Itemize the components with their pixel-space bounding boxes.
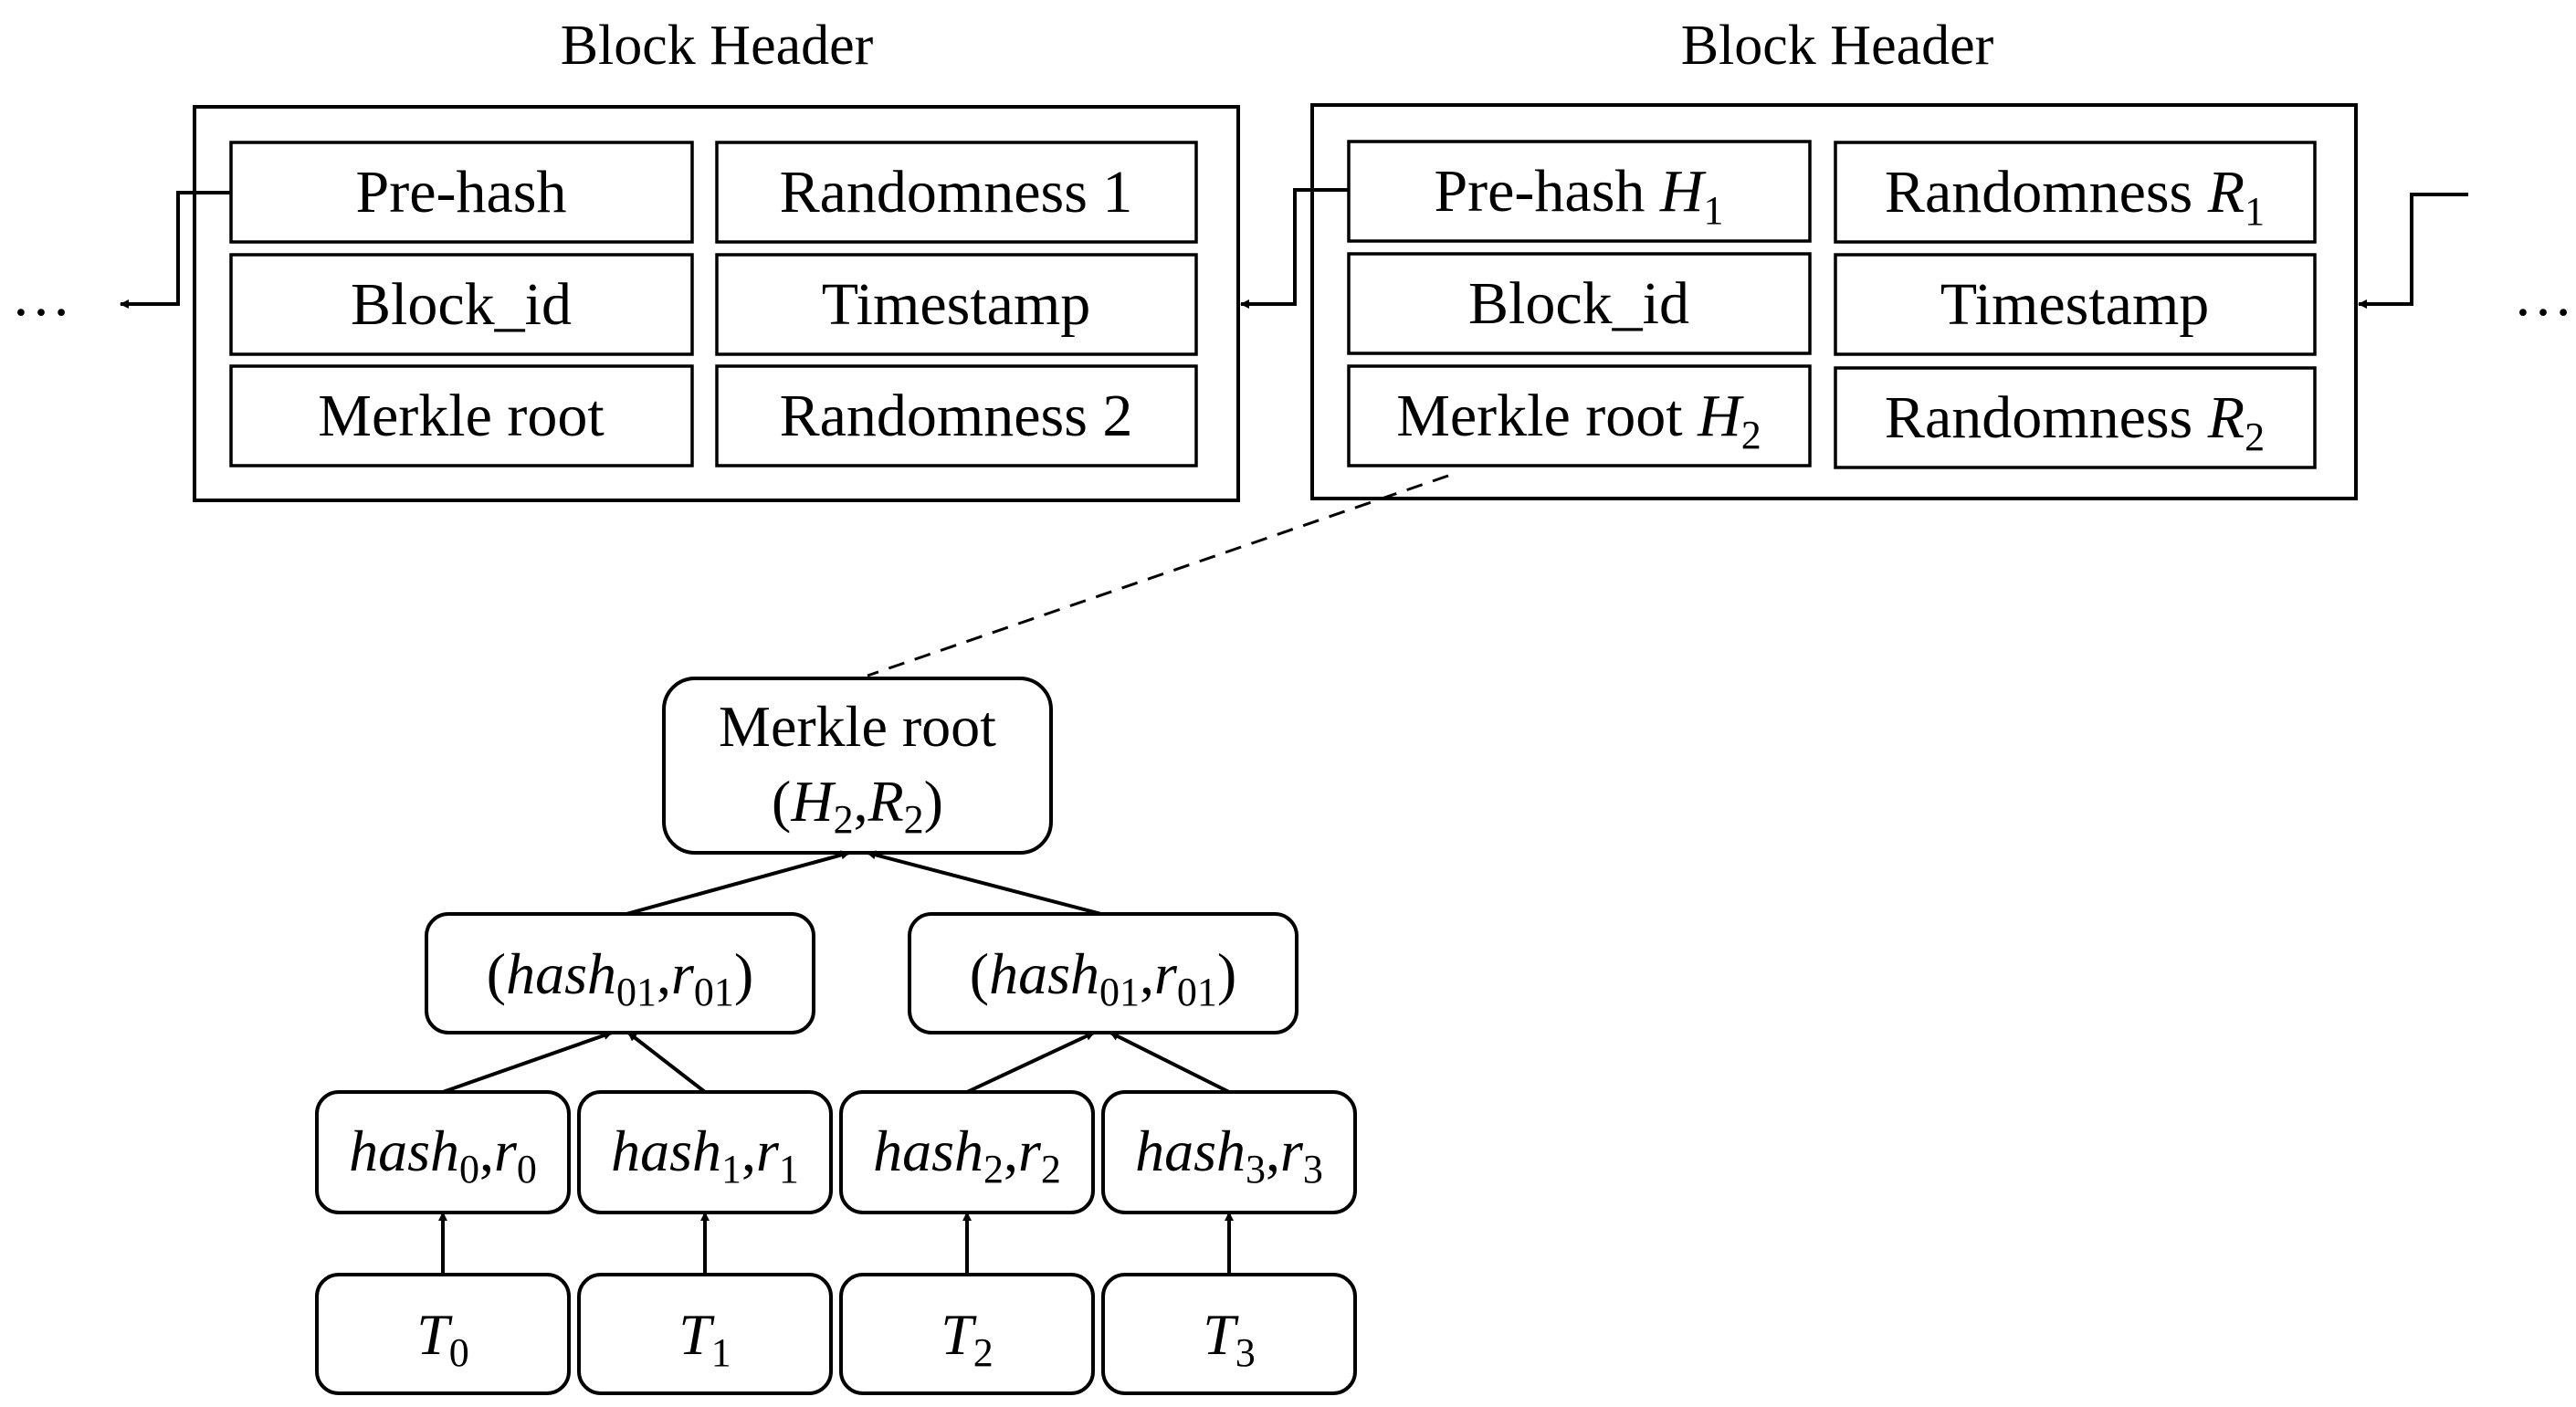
left-randomness2-cell: [715, 364, 1198, 467]
transaction-node-1-label: T1: [678, 1302, 731, 1375]
left-blockid-label: Block_id: [351, 271, 572, 338]
right-randomness2-label: Randomness R2: [1885, 384, 2265, 459]
right-ellipsis: …: [2513, 262, 2573, 329]
left-blockid-cell: [229, 253, 694, 356]
left-randomness1-cell: [715, 141, 1198, 244]
merkle-root-link: [867, 474, 1449, 677]
left-block-header: Block Header Pre-hash Randomness 1 Block…: [193, 15, 1240, 502]
leaf-node-3-label: hash3,r3: [1135, 1118, 1323, 1192]
transaction-node-3-label: T3: [1203, 1302, 1256, 1375]
merkle-root-node: [662, 677, 1053, 855]
left-prehash-label: Pre-hash: [356, 159, 567, 226]
right-randomness2-cell: [1834, 366, 2317, 469]
intermediate-node-right: [908, 912, 1299, 1034]
left-ellipsis: …: [11, 262, 71, 329]
right-blockid-label: Block_id: [1468, 270, 1689, 337]
left-randomness2-label: Randomness 2: [780, 383, 1133, 449]
right-merkle-cell: [1347, 364, 1812, 467]
leaf-node-2-label: hash2,r2: [873, 1118, 1061, 1192]
left-block-title: Block Header: [561, 15, 874, 77]
leaf-node-0-label: hash0,r0: [349, 1118, 537, 1192]
edge-mid-right-to-root: [867, 850, 1102, 916]
edge-leaf0-to-mid-left: [442, 1031, 613, 1094]
right-merkle-label: Merkle root H2: [1396, 383, 1761, 457]
transaction-node-2-label: T2: [941, 1302, 994, 1375]
edge-leaf3-to-mid-right: [1109, 1031, 1230, 1094]
left-timestamp-label: Timestamp: [822, 271, 1091, 338]
edge-mid-left-to-root: [626, 850, 850, 916]
right-block-title: Block Header: [1681, 15, 1994, 77]
leaf-node-1-label: hash1,r1: [611, 1118, 799, 1192]
merkle-root-title: Merkle root: [719, 694, 996, 759]
right-randomness1-cell: [1834, 141, 2317, 244]
right-prehash-label: Pre-hash H1: [1434, 158, 1723, 233]
left-merkle-cell: [229, 364, 694, 467]
left-merkle-label: Merkle root: [318, 383, 604, 449]
intermediate-node-right-label: (hash01,r01): [970, 941, 1236, 1014]
right-timestamp-cell: [1834, 253, 2317, 356]
transaction-node-0-label: T0: [416, 1302, 469, 1375]
right-randomness1-label: Randomness R1: [1885, 159, 2265, 234]
incoming-next-block-arrow: [2358, 193, 2468, 309]
right-block-header: Block Header Pre-hash H1 Randomness R1 B…: [1310, 15, 2358, 500]
right-timestamp-label: Timestamp: [1940, 271, 2210, 338]
merkle-root-value: (H2,R2): [772, 769, 943, 842]
right-prehash-arrow: [1240, 188, 1349, 309]
edge-leaf1-to-mid-left: [626, 1031, 707, 1094]
left-randomness1-label: Randomness 1: [780, 159, 1133, 226]
edge-leaf2-to-mid-right: [966, 1031, 1095, 1094]
right-blockid-cell: [1347, 252, 1812, 355]
merkle-tree: Merkle root (H2,R2) (hash01,r01) (hash01…: [315, 677, 1357, 1395]
intermediate-node-left: [425, 912, 815, 1034]
left-timestamp-cell: [715, 253, 1198, 356]
intermediate-node-left-label: (hash01,r01): [487, 941, 753, 1014]
left-prehash-cell: [229, 141, 694, 244]
left-prehash-arrow: [120, 191, 231, 309]
